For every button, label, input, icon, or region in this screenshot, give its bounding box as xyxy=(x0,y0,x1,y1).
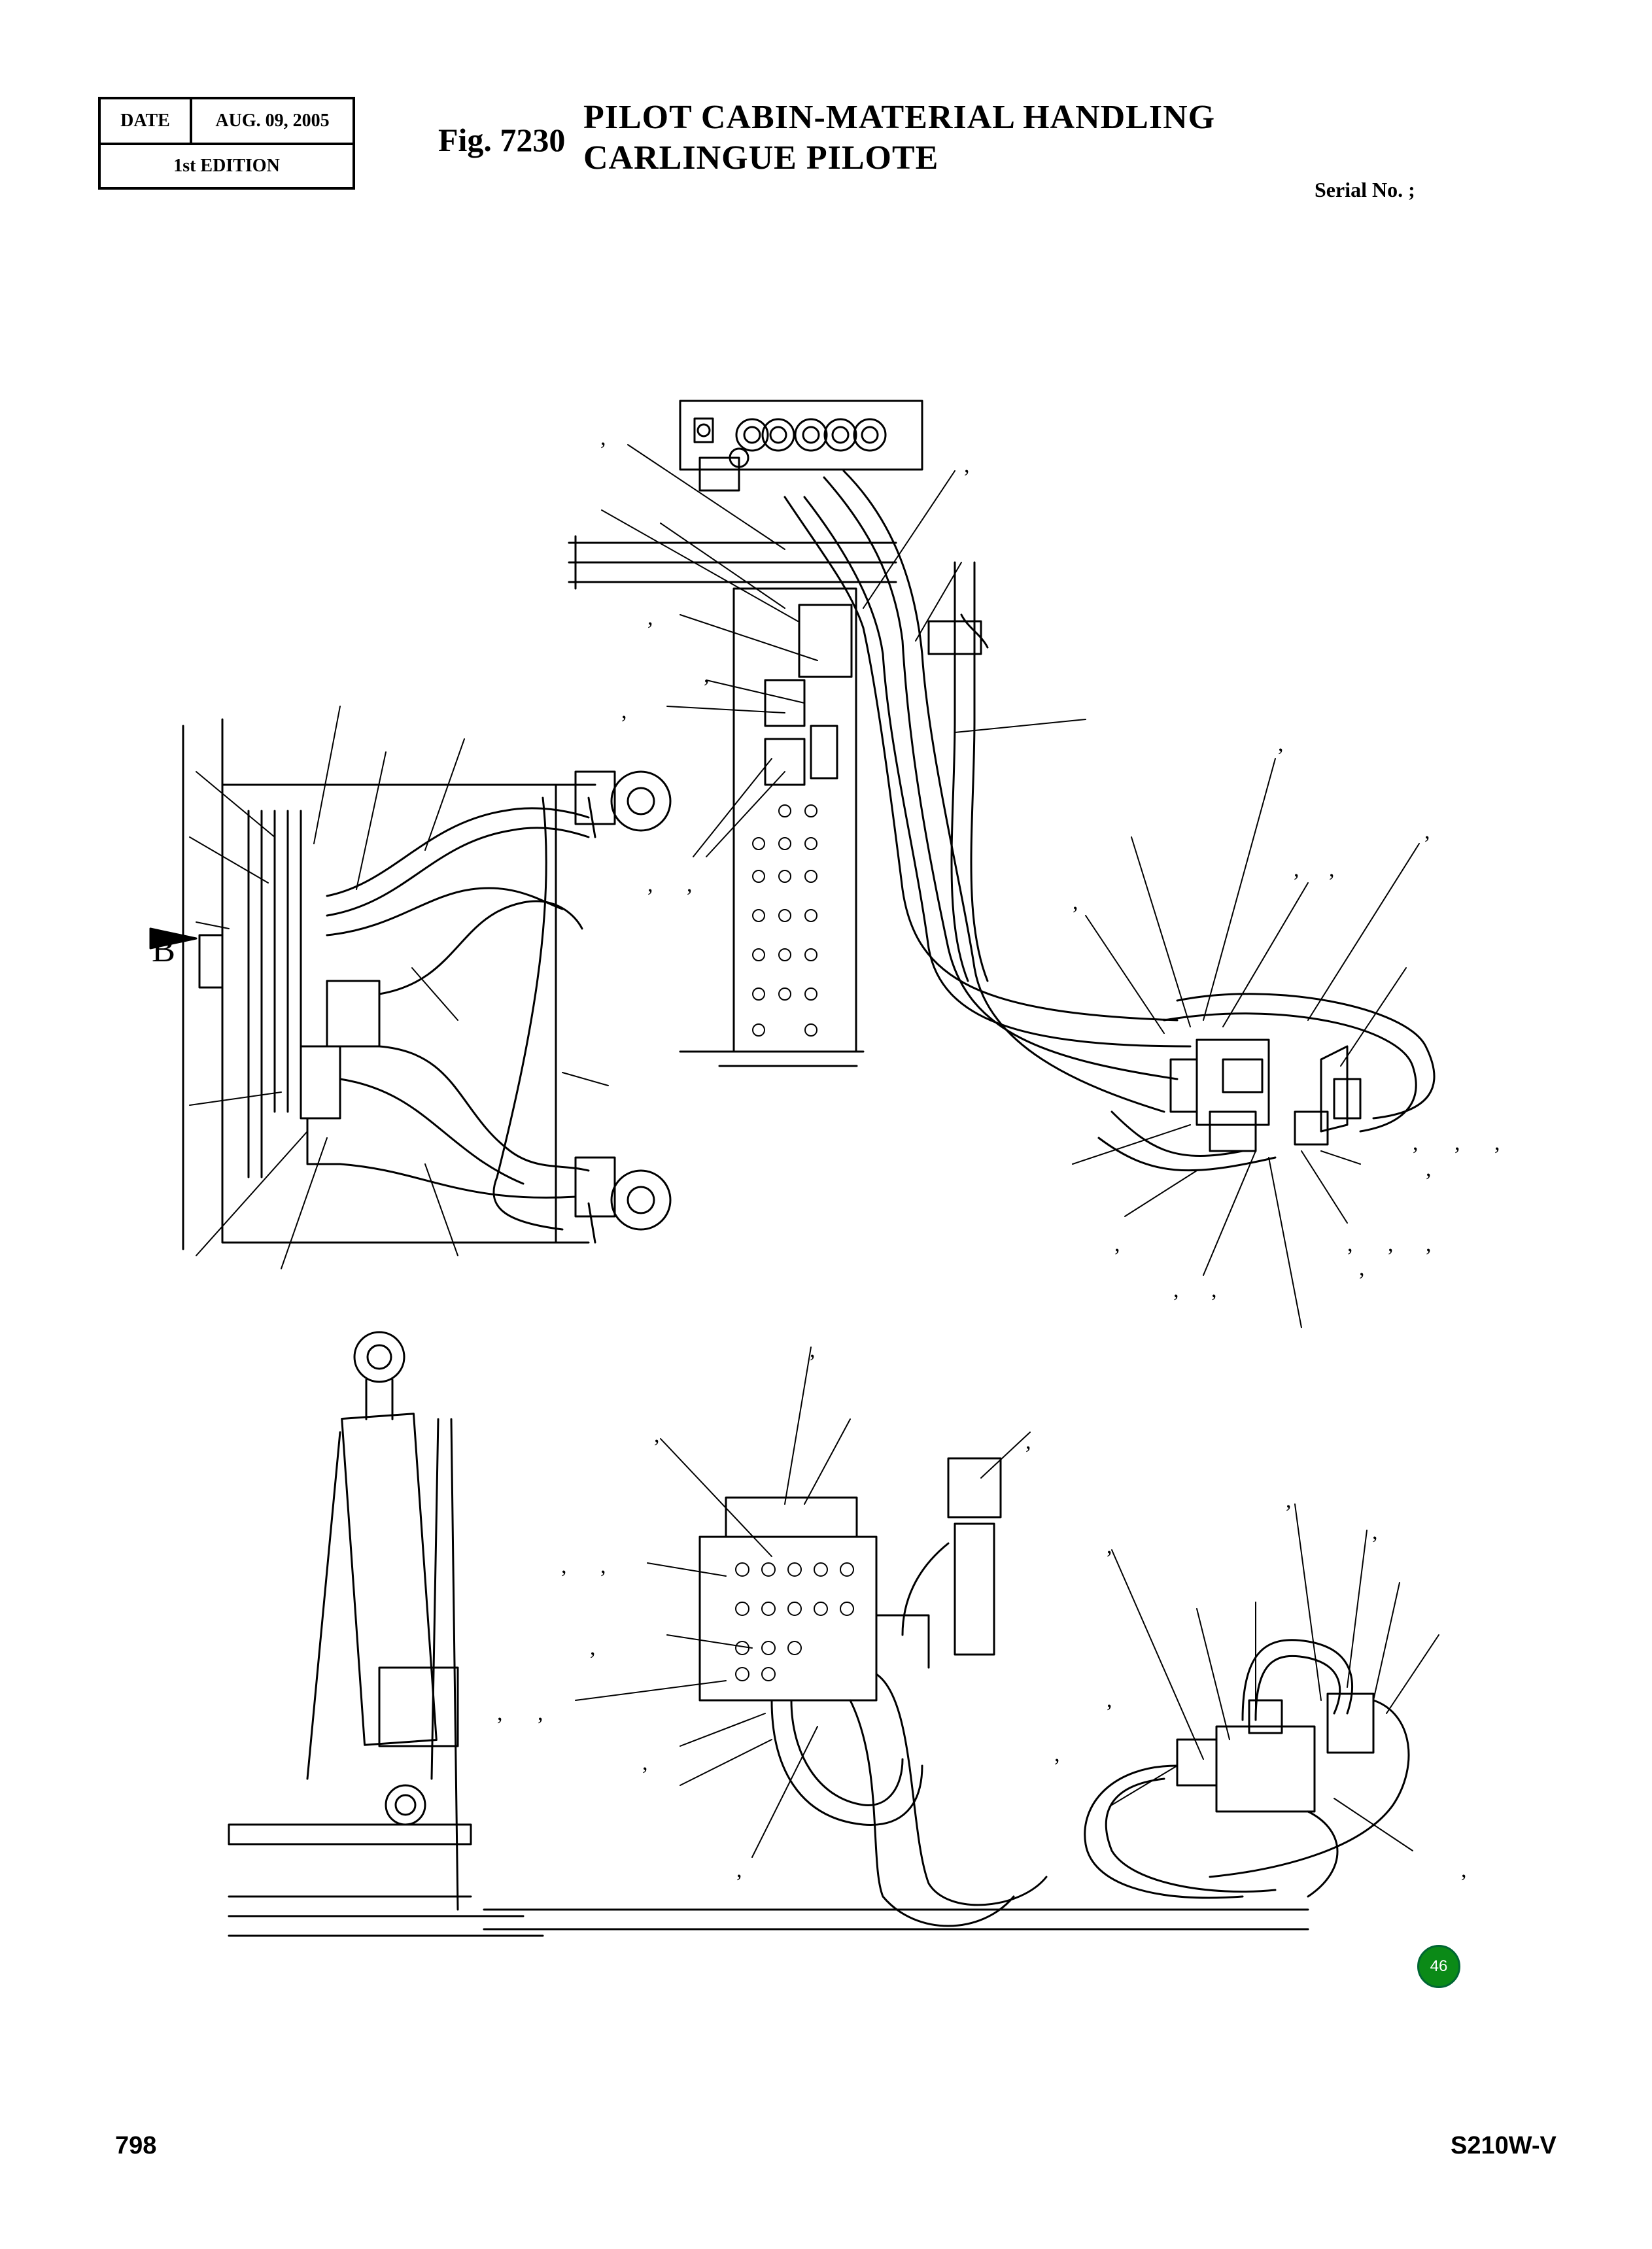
date-value: AUG. 09, 2005 xyxy=(215,111,330,131)
callout-mark: , xyxy=(1211,1278,1217,1302)
pilot-cabin-frame-left xyxy=(149,718,672,1250)
callout-mark: , xyxy=(1426,1232,1432,1256)
callout-mark: , xyxy=(590,1636,596,1660)
page-number: 798 xyxy=(115,2132,157,2159)
figure-number: Fig. 7230 xyxy=(438,122,566,158)
callout-mark: , xyxy=(1388,1232,1394,1256)
manifold-block-bottom xyxy=(698,1457,1048,1927)
callout-marks: , , , , , , , , , , , , , , , , , , , , … xyxy=(497,426,1500,1882)
date-label: DATE xyxy=(101,99,192,143)
callout-mark: , xyxy=(687,872,693,897)
cylinder-side-view xyxy=(228,1331,1309,1937)
callout-mark: , xyxy=(600,1554,606,1578)
item-number-badge[interactable]: 46 xyxy=(1417,1945,1460,1988)
callout-mark: , xyxy=(647,606,653,630)
callout-mark: , xyxy=(1424,819,1430,844)
callout-mark: , xyxy=(1173,1278,1179,1302)
callout-mark: , xyxy=(600,426,606,450)
model-number: S210W-V xyxy=(1451,2132,1557,2159)
callout-mark: , xyxy=(538,1701,543,1725)
callout-mark: , xyxy=(1426,1157,1432,1181)
callout-mark: , xyxy=(621,699,627,723)
view-label-b: B xyxy=(152,930,175,969)
callout-mark: , xyxy=(1372,1520,1378,1544)
serial-number-label: Serial No. ; xyxy=(1315,178,1415,201)
callout-mark: , xyxy=(497,1701,503,1725)
valve-cluster-bottom-right xyxy=(1084,1639,1410,1899)
callout-mark: , xyxy=(561,1554,567,1578)
callout-mark: , xyxy=(1278,732,1284,756)
callout-mark: , xyxy=(1294,857,1299,882)
title-french: CARLINGUE PILOTE xyxy=(583,139,939,177)
callout-mark: , xyxy=(1286,1488,1292,1513)
callout-mark: , xyxy=(1413,1131,1419,1155)
edition-label: 1st EDITION xyxy=(173,156,280,176)
callout-mark: , xyxy=(964,453,970,477)
callout-mark: , xyxy=(1107,1688,1112,1712)
date-row: DATE AUG. 09, 2005 xyxy=(101,99,353,145)
callout-mark: , xyxy=(1054,1742,1060,1766)
callout-mark: , xyxy=(642,1751,648,1775)
callout-mark: , xyxy=(1329,857,1335,882)
callout-leader-lines xyxy=(189,444,1439,1858)
callout-mark: , xyxy=(1454,1131,1460,1155)
callout-mark: , xyxy=(1347,1232,1353,1256)
callout-mark: , xyxy=(736,1858,742,1882)
callout-mark: , xyxy=(1494,1131,1500,1155)
callout-mark: , xyxy=(647,872,653,897)
callout-mark: , xyxy=(1025,1430,1031,1454)
valve-cluster-top-right xyxy=(1097,993,1436,1172)
pilot-valve-assembly-top xyxy=(568,400,1192,1113)
callout-mark: , xyxy=(1359,1256,1365,1280)
callout-mark: , xyxy=(704,663,710,687)
callout-mark: , xyxy=(1114,1232,1120,1256)
callout-mark: , xyxy=(810,1338,816,1362)
callout-mark: , xyxy=(1073,890,1078,914)
callout-mark: , xyxy=(1107,1534,1112,1558)
callout-mark: , xyxy=(654,1423,660,1447)
title-english: PILOT CABIN-MATERIAL HANDLING xyxy=(583,99,1216,136)
callout-mark: , xyxy=(1461,1858,1467,1882)
edition-header-box: DATE AUG. 09, 2005 1st EDITION xyxy=(98,97,355,190)
